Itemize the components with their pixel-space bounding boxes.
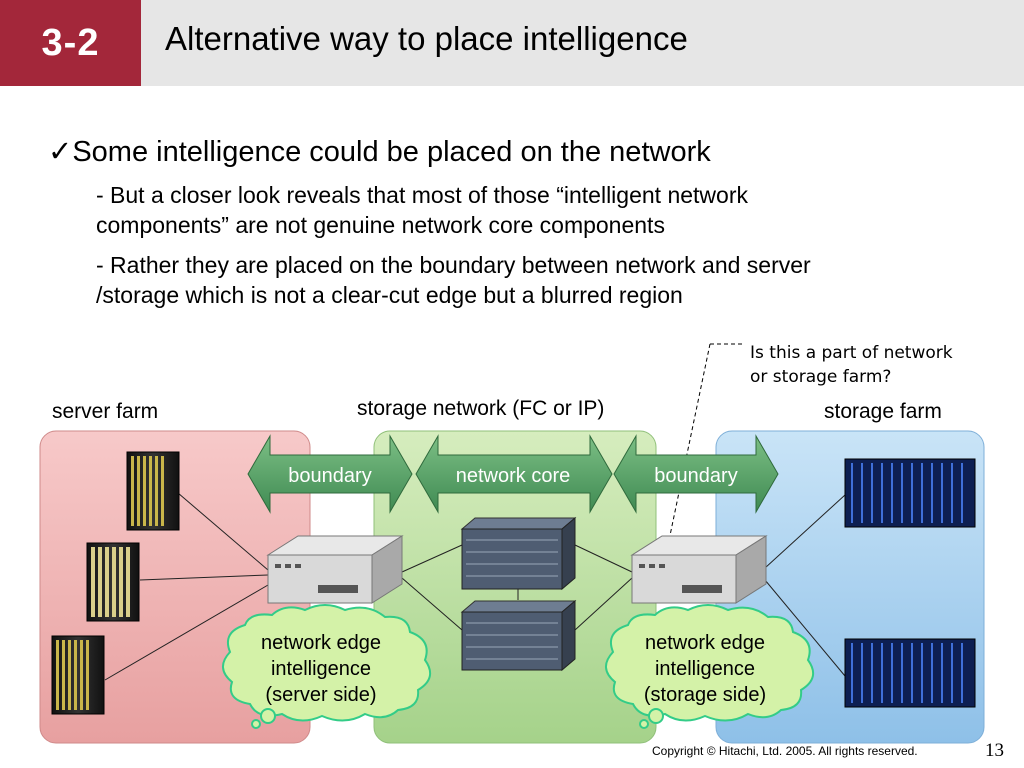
sub-bullet-2-line-2: /storage which is not a clear-cut edge b… [96,282,683,308]
question-callout: Is this a part of network or storage far… [750,341,953,389]
server-rack-icon-3 [51,635,105,715]
cloud-server-line-1: network edge [261,632,381,654]
sub-bullet-2: - Rather they are placed on the boundary… [96,250,996,310]
boundary-arrow-left [247,434,413,514]
sub-bullet-1: - But a closer look reveals that most of… [96,180,996,240]
cloud-server-line-2: intelligence [271,658,371,680]
slide-number-badge: 3-2 [0,0,141,86]
question-line-2: or storage farm? [750,367,892,387]
edge-switch-server-side-icon [266,535,404,604]
question-pointer-line [667,343,711,546]
storage-network-label: storage network (FC or IP) [357,397,605,420]
sub-bullet-2-line-1: - Rather they are placed on the boundary… [96,252,811,278]
network-core-label: network core [456,465,571,487]
page-number: 13 [985,740,1004,761]
slide-number: 3-2 [41,21,100,64]
boundary-right-label: boundary [654,465,737,487]
connection-lines [104,492,846,681]
boundary-arrow-right [613,434,779,514]
core-switch-bottom-icon [460,599,577,672]
copyright-notice: Copyright © Hitachi, Ltd. 2005. All righ… [652,744,918,758]
question-line-1: Is this a part of network [750,343,953,363]
sub-bullet-1-line-2: components” are not genuine network core… [96,212,665,238]
network-core-arrow [415,434,613,514]
server-rack-icon-1 [126,451,180,531]
cloud-server-line-3: (server side) [265,684,376,706]
cloud-storage-side [605,604,815,729]
storage-farm-label: storage farm [824,400,942,423]
cloud-storage-line-3: (storage side) [644,684,766,706]
cloud-storage-line-1: network edge [645,632,765,654]
main-bullet: ✓Some intelligence could be placed on th… [48,134,711,169]
storage-array-icon-top [844,458,976,528]
cloud-storage-line-2: intelligence [655,658,755,680]
storage-array-icon-bottom [844,638,976,708]
main-bullet-text: Some intelligence could be placed on the… [72,136,711,168]
title-bar [0,0,1024,86]
server-rack-icon-2 [86,542,140,622]
slide-title: Alternative way to place intelligence [165,20,688,57]
checkmark-icon: ✓ [48,136,73,168]
server-farm-label: server farm [52,400,159,423]
sub-bullet-1-line-1: - But a closer look reveals that most of… [96,182,748,208]
edge-switch-storage-side-icon [630,535,768,604]
boundary-left-label: boundary [288,465,371,487]
cloud-server-side [222,604,432,729]
core-switch-top-icon [460,516,577,591]
